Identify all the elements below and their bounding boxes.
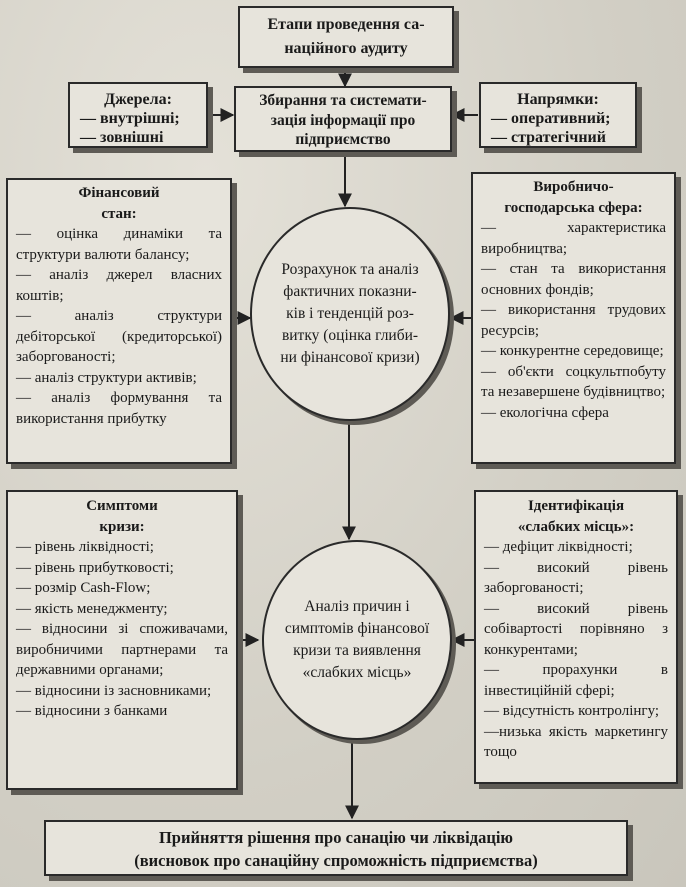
crisis-causes-circle: Аналіз причин і симптомів фінансової кри… <box>262 540 452 740</box>
sources-item: — внутрішні; <box>80 110 180 127</box>
weak-spots-item: — високий рівень собівартості порівняно … <box>484 600 668 658</box>
audit-stages-box: Етапи проведення са- наційного аудиту <box>238 6 454 68</box>
info-collection-box: Збирання та системати- зація інформації … <box>234 86 452 152</box>
crisis-symptoms-item: — розмір Cash-Flow; <box>16 580 151 596</box>
financial-state-title-2: стан: <box>101 205 137 222</box>
decision-line-2: (висновок про санаційну спроможність під… <box>134 851 538 870</box>
financial-state-title-1: Фінансовий <box>78 185 160 201</box>
financial-state-item: — аналіз структури активів; <box>16 369 197 386</box>
analysis-indicators-line-4: витку (оцінка глиби- <box>281 327 419 344</box>
production-sphere-box: Виробничо- господарська сфера: — характе… <box>471 172 676 464</box>
crisis-symptoms-item: — відносини зі споживачами, виробничими … <box>16 621 228 678</box>
crisis-symptoms-box: Симптоми кризи: — рівень ліквідності; — … <box>6 490 238 790</box>
analysis-indicators-line-2: фактичних показни- <box>283 283 417 300</box>
sources-box: Джерела: — внутрішні; — зовнішні <box>68 82 208 148</box>
crisis-symptoms-title-2: кризи: <box>99 518 145 535</box>
financial-state-box: Фінансовий стан: — оцінка динаміки та ст… <box>6 178 232 464</box>
info-collection-line-3: підприємство <box>295 131 391 148</box>
crisis-symptoms-item: — відносини із засновниками; <box>16 682 212 699</box>
crisis-symptoms-item: — рівень прибутковості; <box>16 559 174 576</box>
analysis-indicators-line-3: ків і тенденцій роз- <box>286 305 414 322</box>
production-sphere-item: — характеристика виробництва; <box>481 220 666 257</box>
weak-spots-title-1: Ідентифікація <box>527 498 625 514</box>
audit-stages-line-2: наційного аудиту <box>284 40 408 57</box>
analysis-indicators-line-1: Розрахунок та аналіз <box>281 261 419 278</box>
info-collection-line-2: зація інформації про <box>270 111 416 129</box>
sources-title: Джерела: <box>104 91 172 108</box>
crisis-symptoms-item: — відносини з банками <box>16 703 168 719</box>
info-collection-line-1: Збирання та системати- <box>259 92 427 109</box>
crisis-causes-line-4: «слабких місць» <box>302 664 412 681</box>
sources-item: — зовнішні <box>80 129 164 146</box>
directions-item: — оперативний; <box>491 110 611 127</box>
weak-spots-item: —низька якість маркетингу тощо <box>484 723 668 761</box>
financial-state-item: — оцінка динаміки та структури валюти ба… <box>16 226 222 263</box>
weak-spots-title-2: «слабких місць»: <box>517 518 635 535</box>
financial-state-item: — аналіз структури дебіторської (кредито… <box>16 308 222 365</box>
crisis-causes-line-3: кризи та виявлення <box>293 642 421 659</box>
directions-item: — стратегічний <box>491 129 606 146</box>
decision-line-1: Прийняття рішення про санацію чи ліквіда… <box>158 828 514 847</box>
production-sphere-item: — екологічна сфера <box>481 404 609 421</box>
crisis-symptoms-title-1: Симптоми <box>86 498 158 514</box>
weak-spots-item: — відсутність контролінгу; <box>484 703 660 719</box>
financial-state-item: — аналіз формування та використання приб… <box>16 390 222 427</box>
analysis-indicators-circle: Розрахунок та аналіз фактичних показни- … <box>250 207 450 421</box>
weak-spots-item: — високий рівень заборгованості; <box>484 559 668 597</box>
decision-box: Прийняття рішення про санацію чи ліквіда… <box>44 820 628 876</box>
analysis-indicators-line-5: ни фінансової кризи) <box>280 349 420 366</box>
crisis-causes-line-1: Аналіз причин і <box>304 598 410 615</box>
production-sphere-item: — об'єкти соцкультпобуту та незавершене … <box>481 363 666 401</box>
crisis-symptoms-item: — якість менеджменту; <box>16 600 168 617</box>
audit-stages-line-1: Етапи проведення са- <box>267 16 425 33</box>
production-sphere-item: — стан та використання основних фондів; <box>481 261 666 298</box>
crisis-symptoms-item: — рівень ліквідності; <box>16 539 154 555</box>
weak-spots-item: — прорахунки в інвестиційній сфері; <box>484 662 668 699</box>
production-sphere-title-2: господарська сфера: <box>504 199 643 216</box>
directions-title: Напрямки: <box>517 91 599 108</box>
production-sphere-title-1: Виробничо- <box>533 179 614 195</box>
production-sphere-item: — використання трудових ресурсів; <box>481 302 666 339</box>
weak-spots-item: — дефіцит ліквідності; <box>484 539 633 555</box>
directions-box: Напрямки: — оперативний; — стратегічний <box>479 82 637 148</box>
financial-state-item: — аналіз джерел власних коштів; <box>16 267 222 304</box>
weak-spots-box: Ідентифікація «слабких місць»: — дефіцит… <box>474 490 678 784</box>
crisis-causes-line-2: симптомів фінансової <box>284 620 430 637</box>
production-sphere-item: — конкурентне середовище; <box>481 343 664 359</box>
